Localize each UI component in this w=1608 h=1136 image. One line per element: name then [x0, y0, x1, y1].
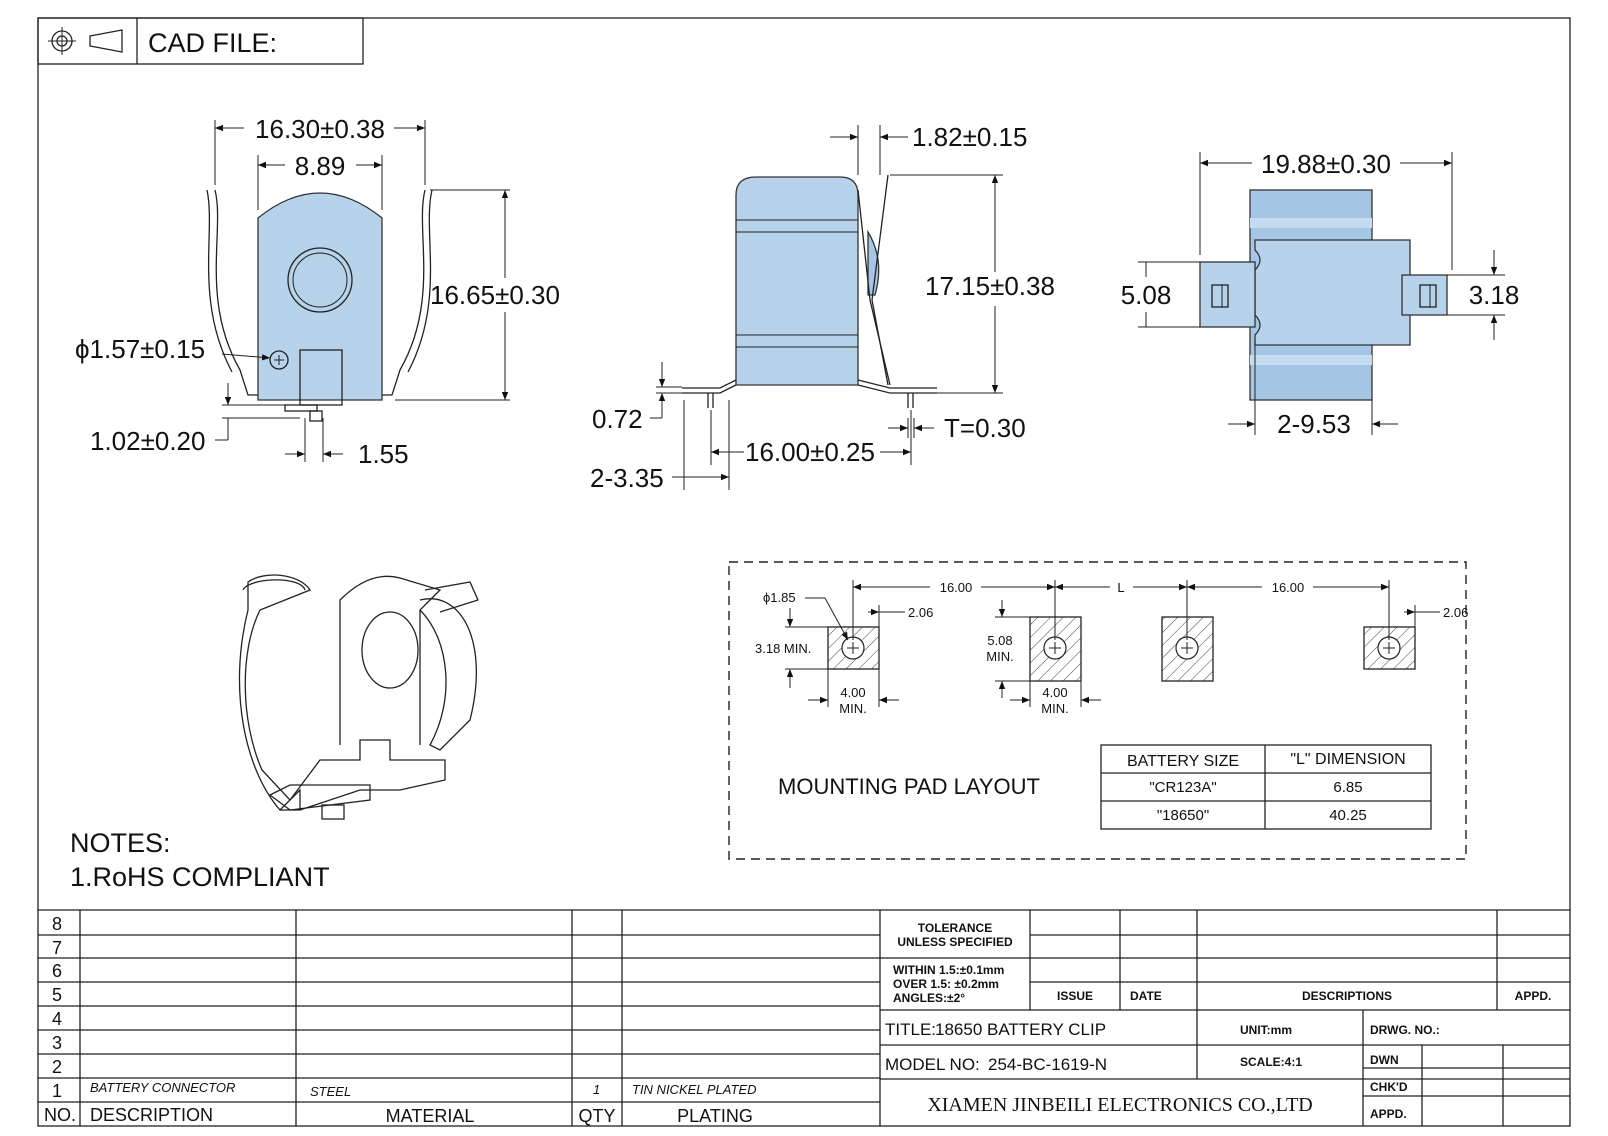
projection-symbol-icon	[48, 27, 123, 55]
front-height: 16.65±0.30	[430, 280, 560, 310]
table-header-l: "L" DIMENSION	[1290, 751, 1405, 768]
table-cell-r2c1: "18650"	[1157, 807, 1209, 824]
front-bottom-offset: 1.02±0.20	[90, 426, 205, 456]
bottom-view: 19.88±0.30 5.08 3.18 2-9.53	[1121, 149, 1520, 439]
side-view: 1.82±0.15 17.15±0.38 0.72 16.00±0.25 2-3…	[590, 122, 1055, 493]
unit: UNIT:mm	[1240, 1023, 1292, 1037]
pad-min-w-1-a: 4.00	[840, 685, 865, 700]
mounting-pad-layout: 16.00 L 16.00 ϕ1.85 2.06 2.06 3.18 MIN. …	[728, 561, 1468, 860]
tolerance-1: TOLERANCE	[918, 921, 992, 935]
bom-header-material: MATERIAL	[386, 1106, 475, 1126]
tolerance-over: OVER 1.5: ±0.2mm	[893, 977, 999, 991]
company-name: XIAMEN JINBEILI ELECTRONICS CO.,LTD	[927, 1094, 1312, 1116]
pad-min-h-mid-1: 5.08	[987, 633, 1012, 648]
drwg-no: DRWG. NO.:	[1370, 1023, 1440, 1037]
header-block: CAD FILE:	[37, 17, 364, 65]
notes-title: NOTES:	[70, 828, 171, 858]
side-thickness-top: 1.82±0.15	[912, 122, 1027, 152]
bom-row-6: 6	[52, 961, 62, 981]
bom-row1-description: BATTERY CONNECTOR	[90, 1080, 235, 1095]
bom-row-3: 3	[52, 1033, 62, 1053]
cad-file-label: CAD FILE:	[148, 28, 277, 58]
isometric-view	[238, 574, 479, 820]
title-label: TITLE:	[885, 1020, 936, 1039]
pad-layout-title: MOUNTING PAD LAYOUT	[778, 774, 1040, 799]
table-cell-r1c1: "CR123A"	[1149, 779, 1216, 796]
bom-header-qty: QTY	[578, 1106, 615, 1126]
side-height: 17.15±0.38	[925, 271, 1055, 301]
pad-min-h-mid-2: MIN.	[986, 649, 1013, 664]
tolerance-angles: ANGLES:±2°	[893, 991, 965, 1005]
side-foot-height: 0.72	[592, 404, 643, 434]
bom-header-no: NO.	[44, 1105, 76, 1125]
side-thickness: T=0.30	[944, 413, 1026, 443]
bottom-base: 2-9.53	[1277, 409, 1351, 439]
table-cell-r2c2: 40.25	[1329, 807, 1367, 824]
pad-min-w-2-b: MIN.	[1041, 701, 1068, 716]
bom-row-2: 2	[52, 1057, 62, 1077]
bottom-slot-left: 5.08	[1121, 280, 1172, 310]
bom-row-1: 1	[52, 1081, 62, 1101]
bom-row1-qty: 1	[593, 1082, 600, 1097]
notes-item-1: 1.RoHS COMPLIANT	[70, 862, 330, 892]
scale: SCALE:4:1	[1240, 1055, 1302, 1069]
pad-span-left: 16.00	[940, 580, 973, 595]
tolerance-within: WITHIN 1.5:±0.1mm	[893, 963, 1004, 977]
bom-row1-plating: TIN NICKEL PLATED	[632, 1082, 757, 1097]
front-hole: ϕ1.57±0.15	[75, 334, 205, 364]
rev-appd: APPD.	[1515, 989, 1552, 1003]
appd-2: APPD.	[1370, 1107, 1407, 1121]
model-value: 254-BC-1619-N	[988, 1055, 1107, 1074]
pad-span-mid: L	[1117, 580, 1124, 595]
table-cell-r1c2: 6.85	[1333, 779, 1362, 796]
title-block: TOLERANCE UNLESS SPECIFIED WITHIN 1.5:±0…	[880, 909, 1570, 1126]
sheet-border	[37, 17, 1571, 1127]
pad-min-w-1-b: 4.00	[1042, 685, 1067, 700]
bom-row-8: 8	[52, 914, 62, 934]
pad-min-h-left: 3.18 MIN.	[755, 641, 811, 656]
side-pitch: 16.00±0.25	[745, 437, 875, 467]
bom-header-plating: PLATING	[677, 1106, 753, 1126]
chkd: CHK'D	[1370, 1080, 1408, 1094]
pad-min-w-2-a: MIN.	[839, 701, 866, 716]
pad-edge-right: 2.06	[1443, 605, 1468, 620]
pad-span-right: 16.00	[1272, 580, 1305, 595]
bom-row-5: 5	[52, 985, 62, 1005]
side-tab: 2-3.35	[590, 463, 664, 493]
dwn: DWN	[1370, 1053, 1399, 1067]
bom-header-description: DESCRIPTION	[90, 1105, 213, 1125]
bottom-slot-right: 3.18	[1469, 280, 1520, 310]
title-value: 18650 BATTERY CLIP	[935, 1020, 1106, 1039]
bom-row1-material: STEEL	[310, 1084, 351, 1099]
pad-edge-left: 2.06	[908, 605, 933, 620]
l-dimension-table: BATTERY SIZE "L" DIMENSION "CR123A" 6.85…	[1100, 744, 1432, 830]
front-view: 16.30±0.38 8.89 16.65±0.30 ϕ1.57±0.15 1.…	[75, 114, 560, 469]
model-label: MODEL NO:	[885, 1055, 980, 1074]
bom-row-4: 4	[52, 1009, 62, 1029]
front-pin-width: 1.55	[358, 439, 409, 469]
rev-descriptions: DESCRIPTIONS	[1302, 989, 1392, 1003]
tolerance-2: UNLESS SPECIFIED	[897, 935, 1013, 949]
pad-hole: ϕ1.85	[763, 590, 796, 605]
bom-table: 8 7 6 5 4 3 2 1 BATTERY CONNECTOR STEEL …	[38, 909, 881, 1126]
rev-issue: ISSUE	[1057, 989, 1093, 1003]
front-width-overall: 16.30±0.38	[255, 114, 385, 144]
rev-date: DATE	[1130, 989, 1162, 1003]
bom-row-7: 7	[52, 938, 62, 958]
front-pole-width: 8.89	[295, 151, 346, 181]
bottom-width: 19.88±0.30	[1261, 149, 1391, 179]
table-header-size: BATTERY SIZE	[1127, 753, 1239, 770]
